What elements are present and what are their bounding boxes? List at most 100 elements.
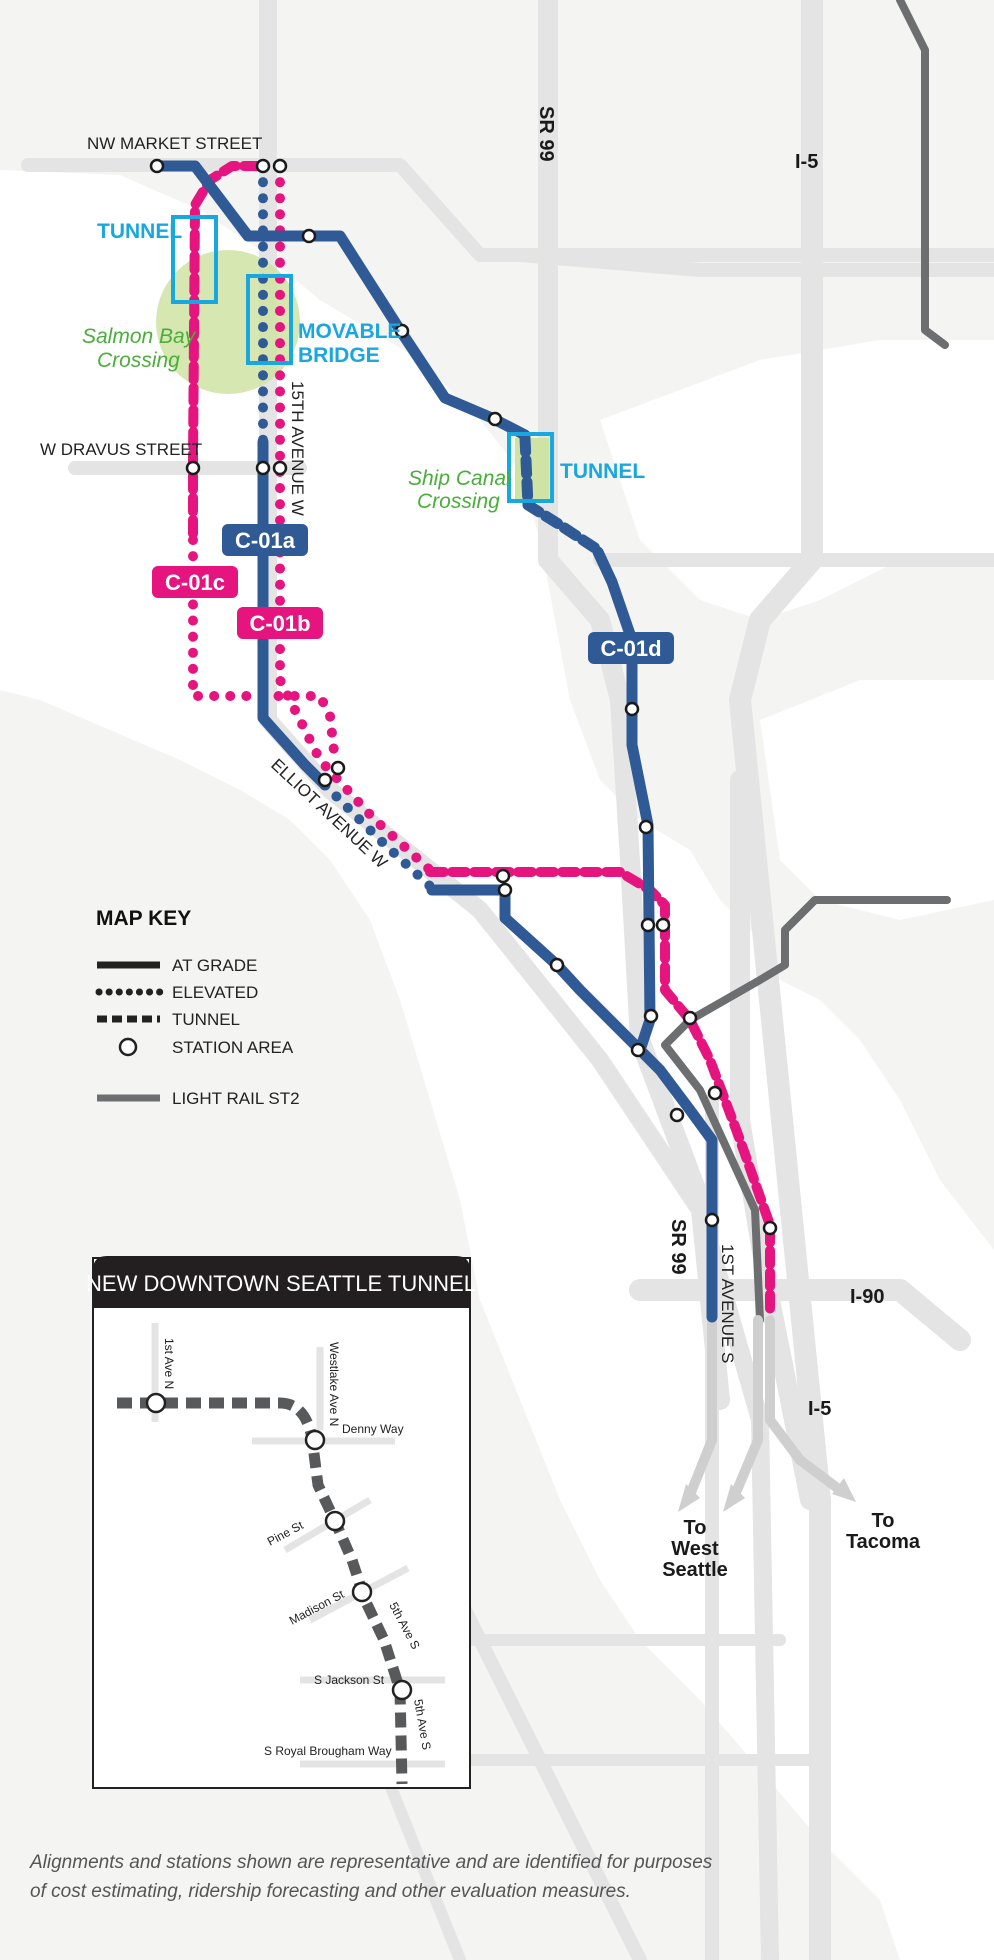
- label-15th-avenue-w: 15TH AVENUE W: [288, 381, 307, 516]
- c01a-elevated-south: [320, 780, 437, 893]
- badge-c01d-bg: [588, 632, 674, 664]
- key-label-station: STATION AREA: [172, 1038, 294, 1057]
- station-downtown-1[interactable]: [549, 957, 565, 973]
- station-seattle-center-2[interactable]: [497, 882, 513, 898]
- station-downtown-2[interactable]: [643, 1008, 659, 1024]
- station-sodo-2[interactable]: [707, 1085, 723, 1101]
- map-key-title: MAP KEY: [96, 907, 191, 930]
- station-sodo-1[interactable]: [669, 1107, 685, 1123]
- station-elliot-2[interactable]: [330, 760, 346, 776]
- inset-station-pine[interactable]: [324, 1510, 346, 1532]
- label-movable-bridge-2: BRIDGE: [298, 344, 380, 367]
- inset-label-westlake: Westlake Ave N: [327, 1342, 341, 1426]
- footnote: Alignments and stations shown are repres…: [30, 1852, 713, 1902]
- badge-c01c-bg: [152, 566, 238, 598]
- station-c01d-4[interactable]: [638, 819, 654, 835]
- station-sodo-4[interactable]: [762, 1220, 778, 1236]
- inset-label-royal: S Royal Brougham Way: [264, 1744, 392, 1758]
- inset-label-1st-ave-n: 1st Ave N: [162, 1338, 176, 1389]
- station-c01d-2[interactable]: [487, 411, 503, 427]
- arrowhead-west-seattle-2: [723, 1484, 745, 1512]
- road-i5-top: [729, 0, 831, 1960]
- road-upper-east: [513, 248, 994, 277]
- badge-c01a-label: C-01a: [235, 528, 296, 553]
- tunnel-boxes: [171, 215, 554, 503]
- inset-station-madison[interactable]: [351, 1581, 373, 1603]
- station-nw-market-west[interactable]: [149, 158, 165, 174]
- label-1st-avenue-s: 1ST AVENUE S: [718, 1244, 737, 1363]
- label-i5-bottom: I-5: [808, 1398, 831, 1420]
- station-elliot-1[interactable]: [317, 772, 333, 788]
- inset-station-jackson[interactable]: [391, 1679, 413, 1701]
- light-rail-st2: [661, 0, 951, 1324]
- c01d-at-grade: [151, 160, 531, 441]
- inset-station-denny[interactable]: [304, 1429, 326, 1451]
- inset-label-denny: Denny Way: [342, 1422, 404, 1436]
- badge-c01a[interactable]: C-01a: [222, 524, 308, 556]
- map-key: MAP KEY AT GRADE ELEVATED TUNNEL STATION…: [95, 907, 300, 1108]
- label-ship-canal-1: Ship Canal: [408, 467, 512, 490]
- inset-header: [93, 1256, 470, 1308]
- c01c-elevated: [188, 535, 340, 765]
- light-rail-downtown: [661, 896, 951, 1324]
- downtown-tunnel-inset: NEW DOWNTOWN SEATTLE TUNNEL 1st Ave N We…: [86, 1256, 476, 1789]
- key-label-elevated: ELEVATED: [172, 983, 258, 1002]
- station-sodo-3[interactable]: [704, 1212, 720, 1228]
- water-ship-canal: [600, 340, 994, 620]
- c01d-tunnel: [519, 432, 601, 554]
- road-sr99: [538, 0, 730, 1410]
- dest-west-seattle-line-2: West: [671, 1538, 719, 1560]
- badge-c01c[interactable]: C-01c: [152, 566, 238, 598]
- station-lake-union-2[interactable]: [655, 917, 671, 933]
- station-nw-market-2[interactable]: [272, 158, 288, 174]
- station-lake-union-1[interactable]: [640, 917, 656, 933]
- label-tunnel-east: TUNNEL: [560, 460, 645, 483]
- road-i90: [629, 1279, 971, 1351]
- badge-c01b-bg: [237, 607, 323, 639]
- badge-c01b-label: C-01b: [249, 611, 310, 636]
- badge-c01b[interactable]: C-01b: [237, 607, 323, 639]
- label-ship-canal-2: Crossing: [417, 490, 500, 513]
- station-c01d-1[interactable]: [394, 323, 410, 339]
- label-sr99-top: SR 99: [535, 106, 557, 162]
- key-label-light-rail: LIGHT RAIL ST2: [172, 1089, 300, 1108]
- badge-c01d[interactable]: C-01d: [588, 632, 674, 664]
- badge-c01c-label: C-01c: [165, 570, 225, 595]
- badge-c01a-bg: [222, 524, 308, 556]
- label-movable-bridge-1: MOVABLE: [298, 320, 401, 343]
- arrow-west-seattle-1: [685, 1315, 717, 1500]
- station-ballard-east[interactable]: [301, 228, 317, 244]
- station-dravus-west[interactable]: [185, 460, 201, 476]
- water-lake: [760, 680, 994, 920]
- dest-tacoma-line-2: Tacoma: [846, 1531, 921, 1553]
- label-sr99-bottom: SR 99: [667, 1219, 689, 1275]
- label-i90: I-90: [850, 1286, 884, 1308]
- light-rail-north: [896, 0, 949, 349]
- key-label-tunnel: TUNNEL: [172, 1010, 240, 1029]
- destination-tacoma: To Tacoma: [846, 1510, 921, 1553]
- station-downtown-3[interactable]: [630, 1042, 646, 1058]
- station-dravus-2[interactable]: [272, 460, 288, 476]
- station-nw-market-1[interactable]: [255, 158, 271, 174]
- c01b-elevated: [275, 161, 435, 875]
- station-c01d-3[interactable]: [624, 701, 640, 717]
- label-tunnel-west: TUNNEL: [97, 220, 182, 243]
- destination-west-seattle: To West Seattle: [662, 1517, 728, 1581]
- badge-c01d-label: C-01d: [600, 636, 661, 661]
- key-swatch-station: [118, 1037, 138, 1057]
- arrow-tacoma: [765, 1315, 845, 1495]
- dest-west-seattle-line-3: Seattle: [662, 1559, 728, 1581]
- inset-tunnel-route: [117, 1397, 408, 1785]
- c01a-at-grade-south: [426, 884, 718, 1323]
- label-i5-top: I-5: [795, 151, 818, 173]
- station-downtown-4[interactable]: [682, 1010, 698, 1026]
- inset-station-1st-ave-n[interactable]: [145, 1392, 167, 1414]
- label-nw-market-street: NW MARKET STREET: [87, 134, 262, 153]
- station-dravus-1[interactable]: [255, 460, 271, 476]
- c01a-at-grade: [257, 436, 331, 791]
- destination-arrowheads: [678, 1478, 856, 1512]
- station-seattle-center-1[interactable]: [495, 868, 511, 884]
- arrowhead-tacoma: [832, 1478, 856, 1502]
